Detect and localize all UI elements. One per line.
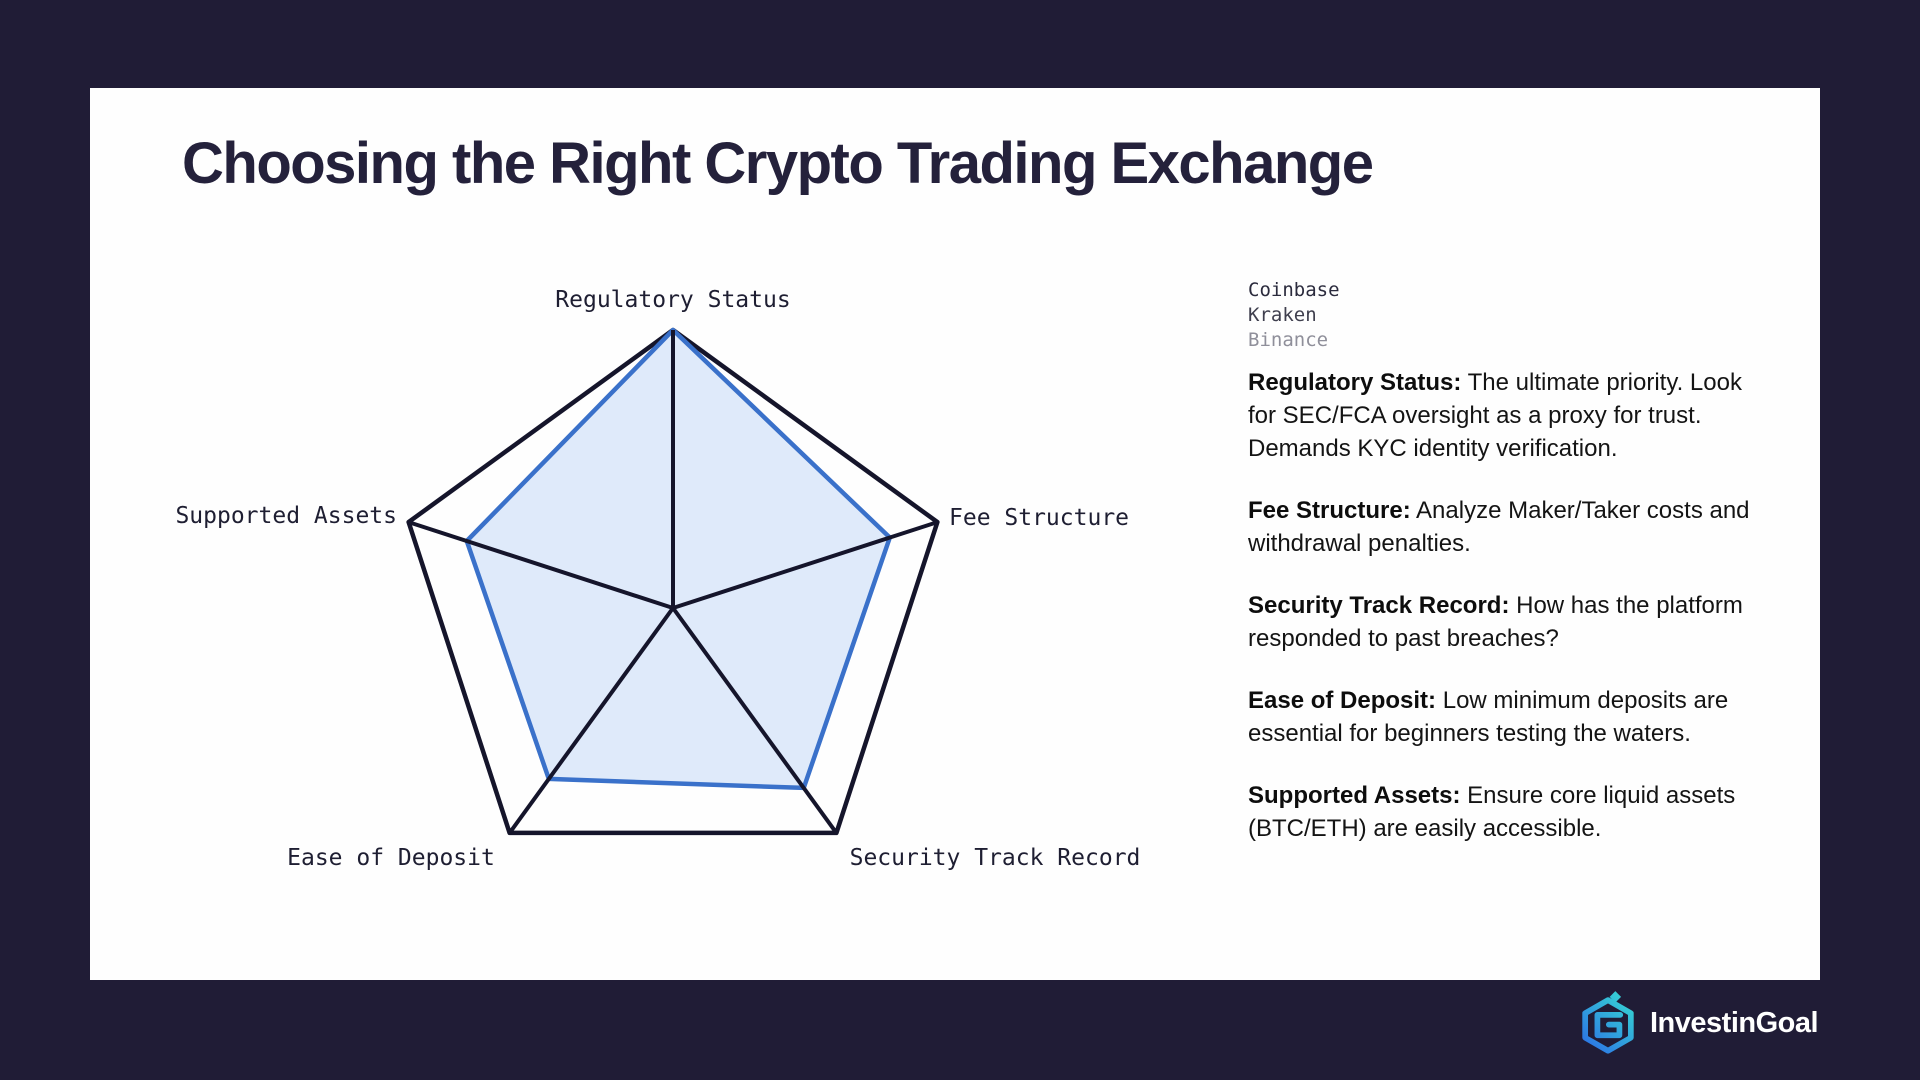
description-text: How has the platform responded to past b… (1248, 592, 1743, 652)
description-term: Ease of Deposit: (1248, 687, 1437, 714)
legend-item: Binance (1248, 329, 1329, 351)
description-item: Fee Structure: Analyze Maker/Taker costs… (1248, 494, 1753, 560)
description-item: Supported Assets: Ensure core liquid ass… (1248, 779, 1753, 845)
description-item: Regulatory Status: The ultimate priority… (1248, 366, 1753, 465)
axis-label: Supported Assets (175, 503, 397, 529)
description-term: Supported Assets: (1248, 782, 1461, 809)
description-item: Security Track Record: How has the platf… (1248, 589, 1753, 655)
description-term: Regulatory Status: (1248, 369, 1462, 396)
criteria-descriptions: Regulatory Status: The ultimate priority… (1248, 366, 1753, 874)
description-text: Ensure core liquid assets (BTC/ETH) are … (1248, 782, 1736, 842)
axis-label: Ease of Deposit (287, 845, 495, 871)
page-title: Choosing the Right Crypto Trading Exchan… (182, 131, 1374, 196)
description-item: Ease of Deposit: Low minimum deposits ar… (1248, 684, 1753, 750)
description-term: Fee Structure: (1248, 497, 1411, 524)
description-text: Analyze Maker/Taker costs and withdrawal… (1248, 497, 1750, 557)
brand-footer: InvestinGoal (1577, 990, 1819, 1056)
legend-item: Kraken (1248, 304, 1317, 326)
legend-item: Coinbase (1248, 279, 1340, 301)
hexagon-g-logo-icon (1582, 991, 1634, 1054)
content-card: Choosing the Right Crypto Trading Exchan… (90, 88, 1820, 980)
description-text: Low minimum deposits are essential for b… (1248, 687, 1729, 747)
axis-label: Regulatory Status (555, 287, 790, 313)
axis-label: Fee Structure (949, 505, 1129, 531)
brand-name: InvestinGoal (1650, 1006, 1819, 1039)
description-term: Security Track Record: (1248, 592, 1510, 619)
description-text: The ultimate priority. Look for SEC/FCA … (1248, 369, 1742, 462)
axis-label: Security Track Record (850, 845, 1141, 871)
